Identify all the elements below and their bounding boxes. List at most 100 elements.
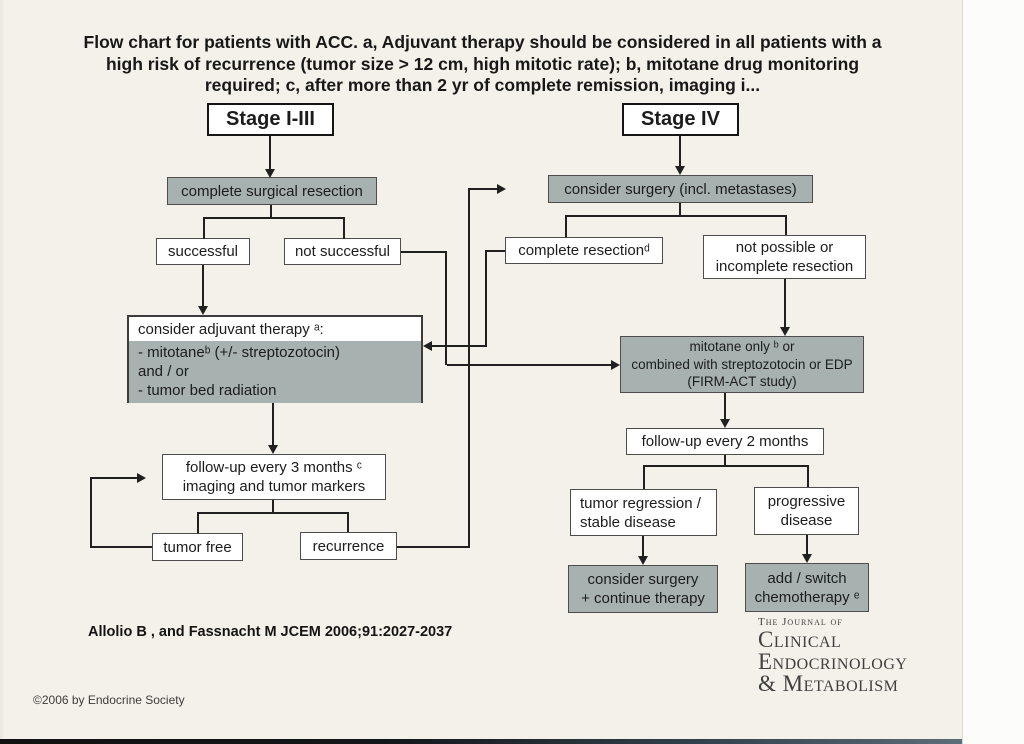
caption-line-3: required; c, after more than 2 yr of com… (204, 75, 761, 95)
citation-text: Allolio B , and Fassnacht M JCEM 2006;91… (88, 624, 453, 640)
node-label-line-2: stable disease (580, 513, 676, 531)
figure-caption: Flow chart for patients with ACC. a, Adj… (0, 32, 965, 97)
node-tumor-regression-stable: tumor regression / stable disease (570, 489, 717, 536)
node-label-line-1: progressive (767, 493, 846, 510)
node-label-line-1: add / switch (767, 569, 847, 587)
node-label: complete surgical resection (181, 182, 363, 200)
edge-to-recurrence (347, 512, 349, 532)
journal-logo-line-3: & Metabolism (758, 671, 899, 696)
adjuvant-option-1: - mitotaneᵇ (+/- streptozotocin) (138, 344, 340, 361)
node-consider-surgery-metastases: consider surgery (incl. metastases) (548, 175, 813, 203)
edge-surgery-split-bar (565, 215, 787, 217)
arrowhead-down-icon (675, 166, 685, 175)
edge-stage4-surgery (679, 136, 681, 167)
edge-followup3-split-stem (272, 500, 274, 513)
edge-adjuvant-followup3 (272, 403, 274, 447)
scan-edge-right (962, 0, 1024, 744)
node-consider-adjuvant-therapy: consider adjuvant therapy ᵃ: - mitotaneᵇ… (127, 315, 423, 403)
node-complete-resection: complete resectionᵈ (505, 237, 663, 264)
journal-logo-line-2: Endocrinology (758, 649, 908, 674)
node-label-line-1: not possible or (735, 239, 834, 256)
node-label: Stage I-III (226, 108, 315, 130)
edge-resectiond-adjuvant-v (485, 250, 487, 347)
node-consider-surgery-continue: consider surgery + continue therapy (568, 565, 718, 613)
edge-tumorfree-loop-h1 (90, 546, 152, 548)
edge-stage13-resection (269, 136, 271, 170)
edge-to-tumor-free (197, 512, 199, 533)
arrowhead-down-icon (780, 327, 790, 336)
arrowhead-down-icon (802, 554, 812, 563)
node-label-line-2: incomplete resection (715, 258, 854, 275)
node-not-possible-incomplete: not possible or incomplete resection (703, 235, 866, 279)
node-label-line-2: combined with streptozotocin or EDP (631, 356, 853, 372)
copyright-text: ©2006 by Endocrine Society (33, 693, 185, 707)
node-label: consider surgery (incl. metastases) (564, 180, 797, 198)
caption-line-1: Flow chart for patients with ACC. a, Adj… (83, 32, 882, 52)
caption-line-2: high risk of recurrence (tumor size > 12… (105, 53, 860, 74)
node-stage-i-iii: Stage I-III (207, 103, 334, 136)
arrowhead-down-icon (268, 445, 278, 454)
node-label: not successful (294, 243, 391, 260)
scan-edge-left (0, 0, 6, 744)
edge-followup2-split-bar (643, 465, 809, 467)
adjuvant-options: - mitotaneᵇ (+/- streptozotocin) and / o… (129, 341, 421, 403)
node-label-line-1: tumor regression / (580, 494, 701, 512)
arrowhead-right-icon (497, 184, 506, 194)
node-followup-2-months: follow-up every 2 months (626, 428, 824, 455)
node-label-line-1: follow-up every 3 months ᶜ (185, 459, 363, 476)
node-label-line-2: imaging and tumor markers (182, 478, 366, 495)
node-successful: successful (156, 238, 250, 265)
node-label-line-3: (FIRM-ACT study) (687, 374, 797, 390)
node-label: Stage IV (641, 108, 720, 130)
edge-to-complete-resection (565, 215, 567, 237)
node-progressive-disease: progressive disease (754, 487, 859, 535)
node-mitotane-therapy: mitotane only ᵇ or combined with strepto… (620, 336, 864, 393)
arrowhead-down-icon (265, 169, 275, 178)
edge-resectiond-adjuvant-h1 (485, 250, 505, 252)
scan-edge-bottom (0, 739, 962, 744)
journal-logo-prefix: The Journal of (758, 616, 843, 628)
edge-surgery-split-stem (679, 203, 681, 216)
node-label-line-2: + continue therapy (581, 590, 705, 607)
arrowhead-right-icon (611, 360, 620, 370)
arrowhead-left-icon (423, 341, 432, 351)
journal-logo: The Journal of Clinical Endocrinology & … (758, 616, 907, 695)
edge-resectiond-adjuvant-h2 (431, 345, 487, 347)
edge-to-progressive (807, 465, 809, 487)
node-label-line-2: disease (780, 512, 833, 529)
arrowhead-down-icon (638, 556, 648, 565)
adjuvant-option-3: - tumor bed radiation (138, 382, 277, 399)
node-label: recurrence (312, 537, 385, 555)
node-label: follow-up every 2 months (641, 433, 809, 450)
edge-notsuccessful-mitotane-v (445, 251, 447, 365)
edge-followup2-split-stem (724, 455, 726, 466)
node-label-line-1: consider surgery (587, 571, 699, 588)
edge-notsuccessful-mitotane-h2 (447, 364, 611, 366)
edge-to-tumor-regression (643, 465, 645, 489)
edge-mitotane-followup2 (724, 393, 726, 420)
edge-to-not-successful (343, 217, 345, 239)
node-not-successful: not successful (284, 238, 401, 265)
node-label-line-1: mitotane only ᵇ or (689, 339, 795, 355)
edge-tumorfree-loop-h2 (92, 477, 138, 479)
edge-notpossible-mitotane (784, 279, 786, 329)
edge-recurrence-surgery-h1 (397, 546, 470, 548)
edge-progressive-chemo (806, 535, 808, 555)
edge-to-not-possible (785, 215, 787, 235)
node-label: complete resectionᵈ (518, 242, 650, 259)
journal-logo-line-1: Clinical (758, 627, 842, 652)
node-label-line-2: chemotherapy ᵉ (754, 588, 860, 606)
edge-tumorfree-loop-v (90, 477, 92, 548)
node-recurrence: recurrence (300, 532, 397, 560)
node-tumor-free: tumor free (152, 533, 243, 561)
arrowhead-right-icon (137, 473, 146, 483)
adjuvant-option-2: and / or (138, 363, 189, 380)
node-stage-iv: Stage IV (622, 103, 739, 136)
edge-to-successful (203, 217, 205, 239)
node-followup-3-months: follow-up every 3 months ᶜ imaging and t… (162, 454, 386, 500)
node-add-switch-chemotherapy: add / switch chemotherapy ᵉ (745, 563, 869, 612)
edge-notsuccessful-mitotane-h1 (401, 251, 447, 253)
edge-followup3-split-bar (197, 512, 349, 514)
edge-recurrence-surgery-v (468, 188, 470, 548)
